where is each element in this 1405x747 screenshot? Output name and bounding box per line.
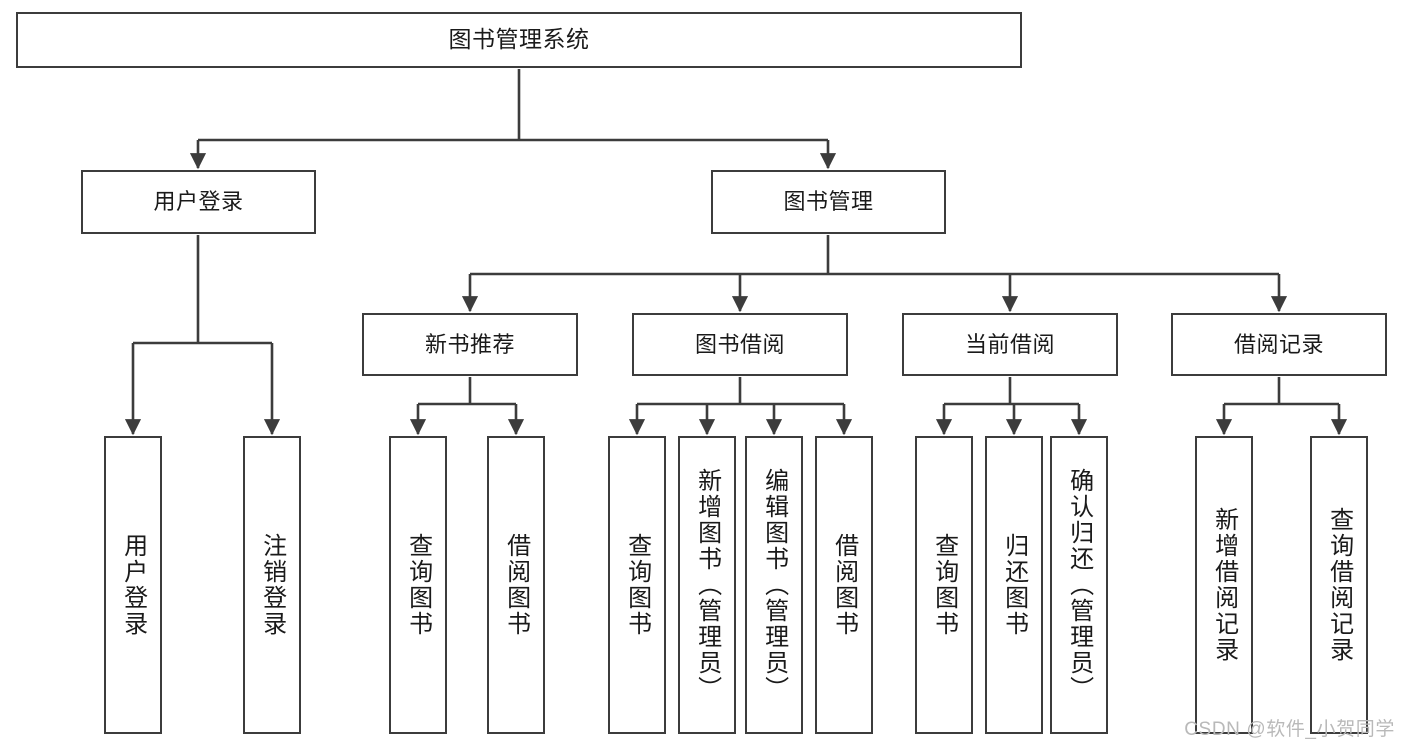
node-leaf-edit-book[interactable]: 编辑图书（管理员） (745, 436, 803, 734)
node-leaf-query-book-2[interactable]: 查询图书 (608, 436, 666, 734)
node-leaf-query-record[interactable]: 查询借阅记录 (1310, 436, 1368, 734)
node-leaf-borrow-book-2[interactable]: 借阅图书 (815, 436, 873, 734)
node-user-login-label: 用户登录 (153, 189, 244, 215)
node-root[interactable]: 图书管理系统 (16, 12, 1022, 68)
node-leaf-add-record[interactable]: 新增借阅记录 (1195, 436, 1253, 734)
node-leaf-return-book-label: 归还图书 (1000, 533, 1028, 637)
node-book-manage-label: 图书管理 (783, 189, 874, 215)
node-leaf-query-book-1-label: 查询图书 (404, 533, 432, 637)
node-leaf-edit-book-label: 编辑图书（管理员） (760, 468, 788, 702)
node-current-borrow[interactable]: 当前借阅 (902, 313, 1118, 376)
node-leaf-add-book-label: 新增图书（管理员） (693, 468, 721, 702)
node-leaf-add-record-label: 新增借阅记录 (1210, 507, 1238, 663)
node-new-book-recommend-label: 新书推荐 (424, 331, 515, 357)
node-book-manage[interactable]: 图书管理 (711, 170, 946, 234)
node-leaf-borrow-book-1-label: 借阅图书 (502, 533, 530, 637)
node-root-label: 图书管理系统 (448, 26, 590, 53)
node-current-borrow-label: 当前借阅 (964, 331, 1055, 357)
node-borrow-record-label: 借阅记录 (1233, 331, 1324, 357)
node-leaf-query-book-1[interactable]: 查询图书 (389, 436, 447, 734)
node-borrow-record[interactable]: 借阅记录 (1171, 313, 1387, 376)
node-new-book-recommend[interactable]: 新书推荐 (362, 313, 578, 376)
node-leaf-user-login[interactable]: 用户登录 (104, 436, 162, 734)
node-leaf-confirm-return-label: 确认归还（管理员） (1065, 468, 1093, 702)
node-leaf-borrow-book-2-label: 借阅图书 (830, 533, 858, 637)
node-user-login[interactable]: 用户登录 (81, 170, 316, 234)
node-book-borrow-label: 图书借阅 (694, 331, 785, 357)
node-leaf-query-record-label: 查询借阅记录 (1325, 507, 1353, 663)
node-leaf-query-book-3-label: 查询图书 (930, 533, 958, 637)
node-leaf-query-book-3[interactable]: 查询图书 (915, 436, 973, 734)
node-leaf-logout-login[interactable]: 注销登录 (243, 436, 301, 734)
watermark: CSDN @软件_小贺同学 (1184, 719, 1395, 740)
node-leaf-logout-login-label: 注销登录 (258, 533, 286, 637)
node-book-borrow[interactable]: 图书借阅 (632, 313, 848, 376)
node-leaf-user-login-label: 用户登录 (119, 533, 147, 637)
node-leaf-return-book[interactable]: 归还图书 (985, 436, 1043, 734)
node-leaf-confirm-return[interactable]: 确认归还（管理员） (1050, 436, 1108, 734)
node-leaf-borrow-book-1[interactable]: 借阅图书 (487, 436, 545, 734)
node-leaf-add-book[interactable]: 新增图书（管理员） (678, 436, 736, 734)
node-leaf-query-book-2-label: 查询图书 (623, 533, 651, 637)
